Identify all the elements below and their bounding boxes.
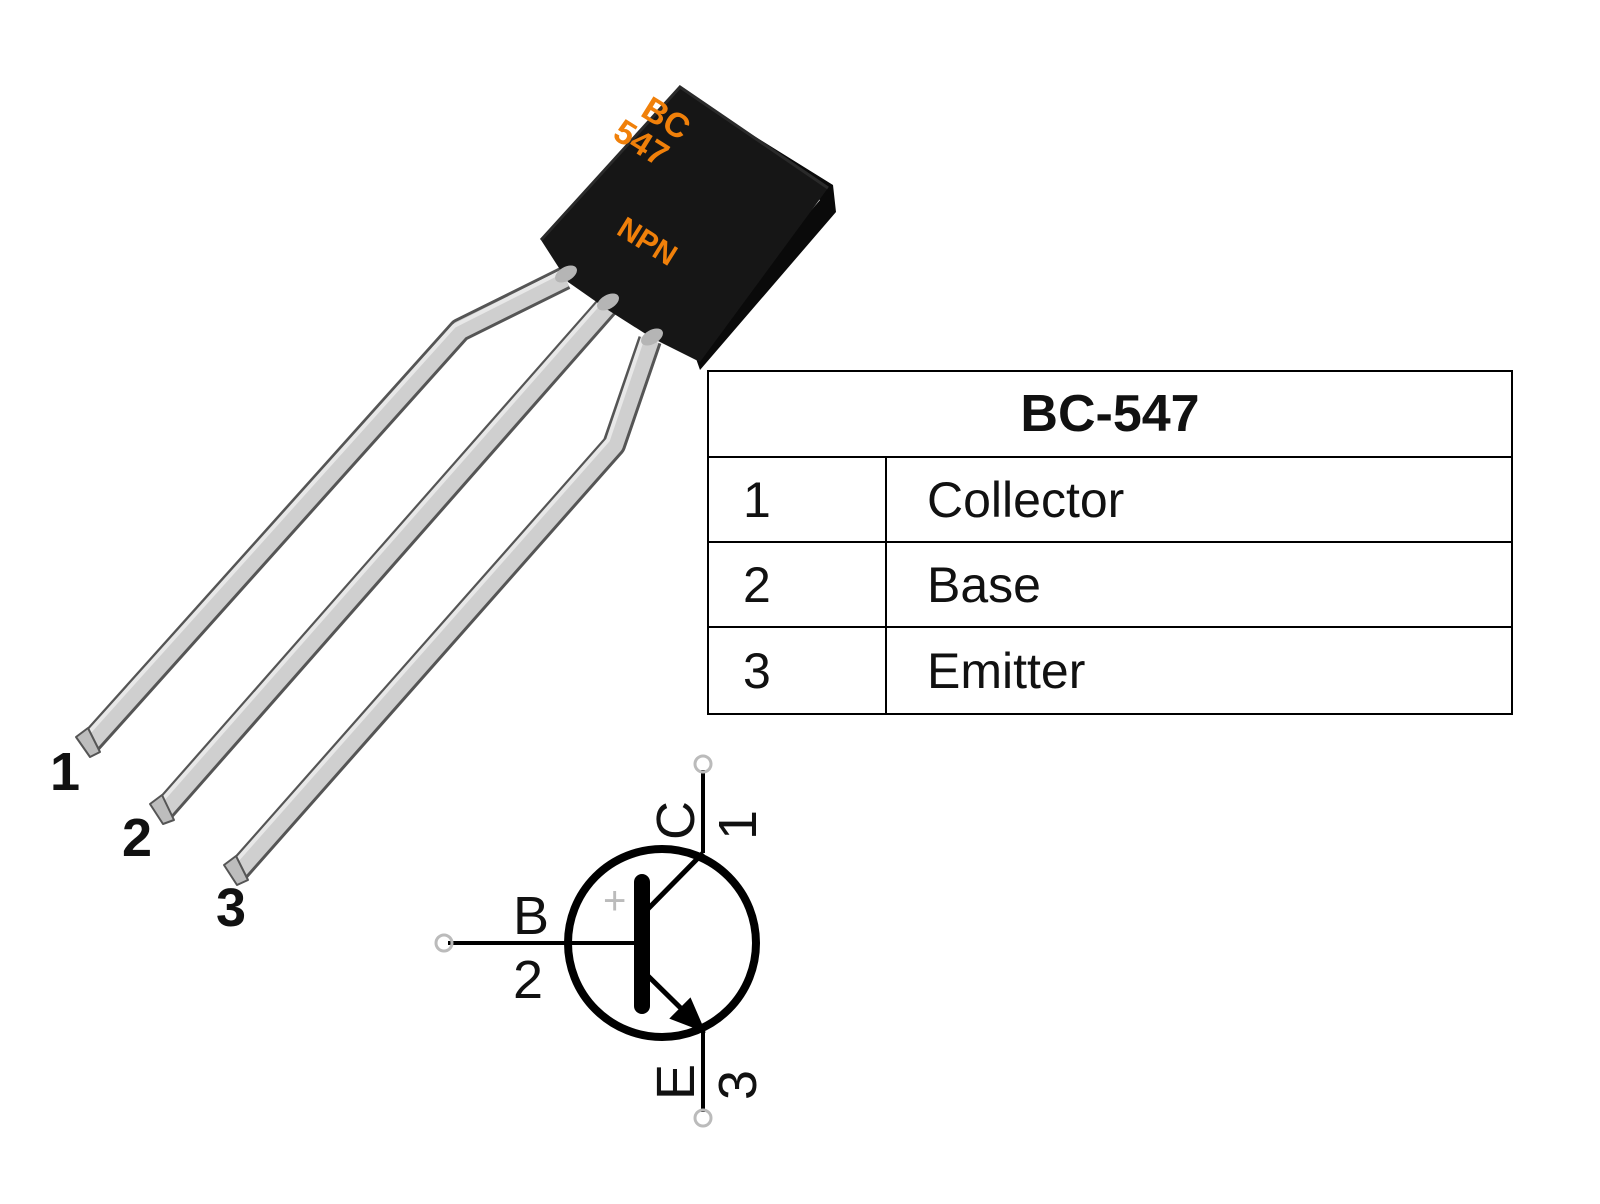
pin-name: Base bbox=[927, 556, 1041, 613]
emitter-terminal bbox=[693, 1108, 713, 1128]
pin-number: 3 bbox=[709, 628, 887, 713]
lead-3 bbox=[227, 336, 662, 881]
pin-table: BC-547 1 Collector 2 Base 3 Emitter bbox=[707, 370, 1513, 715]
lead-2-tip bbox=[149, 794, 175, 825]
pin-number: 1 bbox=[709, 458, 887, 541]
base-pin: 2 bbox=[513, 950, 543, 1010]
table-row: 3 Emitter bbox=[709, 628, 1511, 713]
polarity-mark: + bbox=[603, 879, 626, 923]
lead-2 bbox=[152, 297, 618, 820]
pin-name: Collector bbox=[927, 471, 1125, 528]
emitter-pin: 3 bbox=[708, 1070, 768, 1100]
lead-label-2: 2 bbox=[122, 808, 152, 868]
collector-terminal bbox=[693, 754, 713, 774]
leads bbox=[75, 267, 662, 886]
table-row: 2 Base bbox=[709, 543, 1511, 628]
pin-name: Emitter bbox=[927, 642, 1086, 699]
table-row: 1 Collector bbox=[709, 458, 1511, 543]
lead-3-tip bbox=[223, 855, 249, 886]
npn-symbol bbox=[434, 754, 760, 1128]
emitter-letter: E bbox=[646, 1064, 706, 1100]
base-terminal bbox=[434, 933, 454, 953]
lead-label-3: 3 bbox=[216, 878, 246, 938]
emitter-arrow bbox=[669, 997, 706, 1033]
base-letter: B bbox=[513, 886, 549, 946]
collector-letter: C bbox=[646, 801, 706, 840]
pin-table-title: BC-547 bbox=[709, 372, 1511, 458]
pin-number: 2 bbox=[709, 543, 887, 626]
lead-1 bbox=[79, 267, 571, 754]
package-front bbox=[541, 87, 828, 362]
collector-pin: 1 bbox=[708, 810, 768, 840]
lead-label-1: 1 bbox=[50, 742, 80, 802]
collector-line bbox=[640, 851, 705, 917]
lead-1-tip bbox=[75, 727, 101, 758]
